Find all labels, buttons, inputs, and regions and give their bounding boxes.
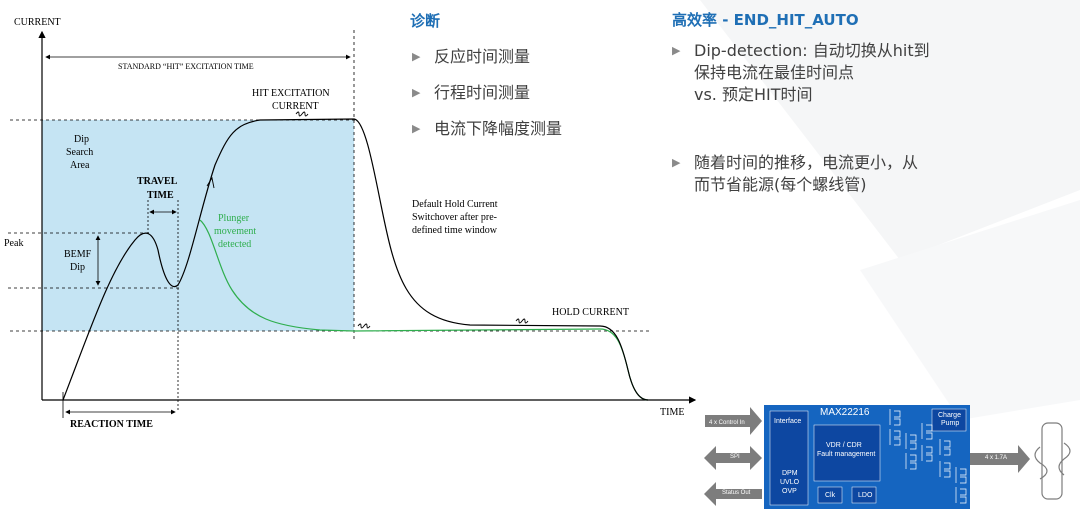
dip-search-label-1: Dip — [74, 134, 89, 145]
arrow-bullet-icon: ▶ — [412, 86, 421, 99]
ldo-block — [851, 486, 877, 504]
control-in-label: 4 x Control In — [709, 420, 745, 426]
output-arrow — [970, 445, 1030, 473]
hit-hold-timing-diagram: CURRENT TIME STANDARD “HIT” EXCITATION T… — [4, 17, 697, 430]
travel-time-label-1: TRAVEL — [137, 176, 178, 187]
dip-search-label-2: Search — [66, 147, 93, 158]
dpm-label-1: DPM — [782, 470, 798, 477]
spi-arrow — [704, 446, 762, 470]
charge-pump-label-2: Pump — [941, 420, 960, 427]
default-hold-label-1: Default Hold Current — [412, 199, 498, 210]
bemf-dip-label-2: Dip — [70, 262, 85, 273]
x-axis-label: TIME — [660, 407, 684, 418]
efficiency-item: ▶ 随着时间的推移，电流更小，从 而节省能源(每个螺线管) — [672, 153, 919, 194]
vdr-block — [813, 424, 881, 482]
standard-hit-time-label: STANDARD “HIT” EXCITATION TIME — [118, 62, 254, 71]
diagnosis-list: ▶反应时间测量 ▶行程时间测量 ▶电流下降幅度测量 — [412, 46, 562, 140]
diagnosis-item: ▶行程时间测量 — [412, 83, 531, 102]
efficiency-title: 高效率 - END_HIT_AUTO — [672, 11, 859, 29]
hit-excitation-label-2: CURRENT — [272, 101, 319, 112]
efficiency-list: ▶ Dip-detection: 自动切换从hit到 保持电流在最佳时间点 vs… — [672, 40, 930, 196]
plunger-label-2: movement — [214, 226, 256, 237]
dpm-label-2: UVLO — [780, 479, 800, 486]
reaction-time-label: REACTION TIME — [70, 419, 153, 430]
arrow-bullet-icon: ▶ — [672, 44, 681, 57]
arrow-bullet-icon: ▶ — [412, 50, 421, 63]
diagnosis-item: ▶电流下降幅度测量 — [412, 119, 563, 138]
arrow-bullet-icon: ▶ — [672, 156, 681, 169]
default-hold-label-3: defined time window — [412, 225, 498, 236]
y-axis-label: CURRENT — [14, 17, 61, 28]
spi-label: SPI — [730, 454, 740, 460]
driver-transistors — [889, 409, 967, 504]
status-out-arrow — [704, 482, 762, 506]
status-out-label: Status Out — [722, 490, 751, 496]
black-current-curve — [62, 118, 649, 401]
peak-label: Peak — [4, 238, 23, 249]
arrow-bullet-icon: ▶ — [412, 122, 421, 135]
dpm-label-3: OVP — [782, 488, 797, 495]
output-label: 4 x 1.7A — [985, 455, 1008, 461]
travel-time-label-2: TIME — [147, 190, 174, 201]
plunger-label-3: detected — [218, 239, 251, 250]
control-in-arrow — [705, 407, 762, 435]
diagnosis-title: 诊断 — [410, 12, 441, 30]
chip-name: MAX22216 — [820, 407, 870, 418]
interface-label: Interface — [774, 418, 802, 425]
dip-search-label-3: Area — [70, 160, 90, 171]
default-hold-label-2: Switchover after pre- — [412, 212, 497, 223]
vdr-label-2: Fault management — [817, 451, 876, 458]
clk-label: Clk — [825, 492, 836, 499]
charge-pump-block — [931, 408, 967, 432]
bemf-dip-label-1: BEMF — [64, 249, 92, 260]
solenoid-icon — [1034, 422, 1071, 500]
clk-block — [817, 486, 843, 504]
plunger-label-1: Plunger — [218, 213, 250, 224]
vdr-label-1: VDR / CDR — [826, 442, 862, 449]
ldo-label: LDO — [858, 492, 873, 499]
charge-pump-label-1: Charge — [938, 412, 961, 419]
interface-block — [769, 410, 809, 506]
efficiency-item: ▶ Dip-detection: 自动切换从hit到 保持电流在最佳时间点 vs… — [672, 41, 930, 104]
diagnosis-item: ▶反应时间测量 — [412, 47, 531, 66]
max22216-block-diagram — [704, 405, 1071, 509]
hold-current-label: HOLD CURRENT — [552, 307, 629, 318]
hit-excitation-label-1: HIT EXCITATION — [252, 88, 330, 99]
